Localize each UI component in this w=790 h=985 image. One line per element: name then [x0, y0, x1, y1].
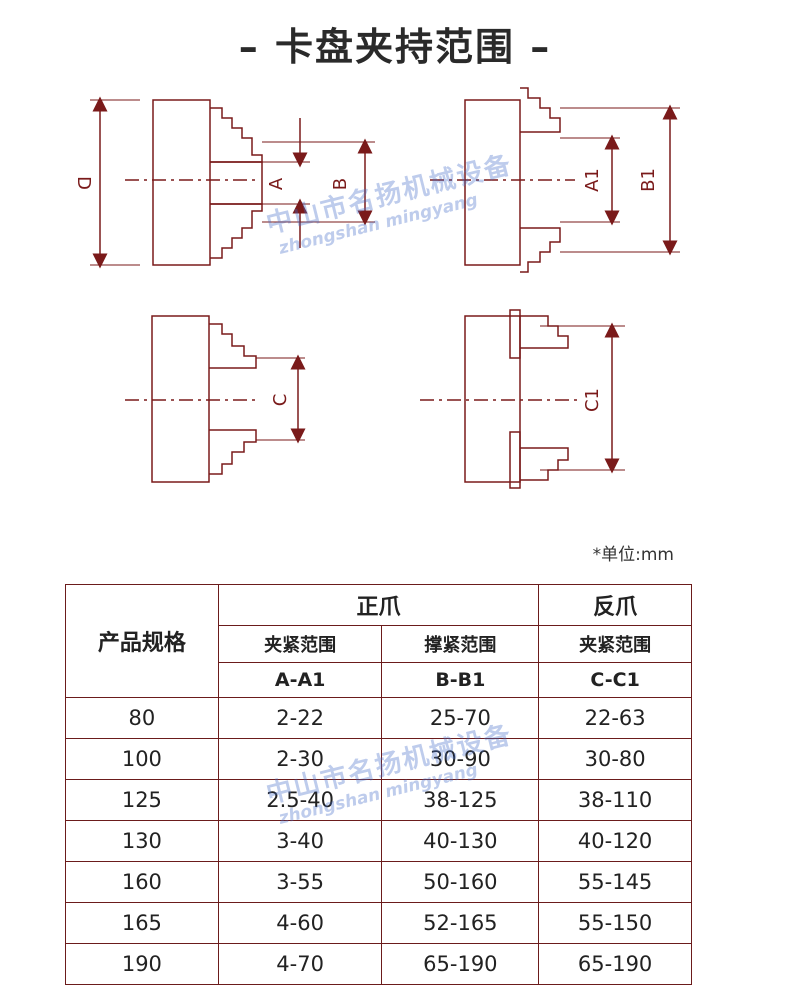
label-B: B — [330, 178, 351, 190]
table-cell: 190 — [65, 943, 219, 985]
table-cell: 38-125 — [381, 779, 540, 821]
label-A: A — [266, 177, 287, 190]
chuck-reverse-jaw-left — [125, 315, 306, 483]
table-row: 100 2-30 30-90 30-80 — [65, 738, 692, 780]
table-row: 165 4-60 52-165 55-150 — [65, 902, 692, 944]
table-cell: 100 — [65, 738, 219, 780]
unit-note: *单位:mm — [592, 545, 674, 565]
table-cell: 65-190 — [538, 943, 692, 985]
forward-jaw-header: 正爪 — [217, 584, 540, 626]
clamp-range-header: 夹紧范围 — [217, 625, 383, 663]
table-row: 80 2-22 25-70 22-63 — [65, 697, 692, 739]
table-cell: 38-110 — [538, 779, 692, 821]
code-header-b: B-B1 — [381, 662, 540, 698]
table-cell: 22-63 — [538, 697, 692, 739]
table-cell: 30-80 — [538, 738, 692, 780]
table-row: 130 3-40 40-130 40-120 — [65, 820, 692, 862]
table-cell: 4-60 — [217, 902, 383, 944]
chuck-forward-jaw-external — [90, 96, 375, 269]
label-D: D — [73, 176, 94, 190]
chuck-reverse-jaw-right — [420, 309, 625, 489]
clamping-range-table: 产品规格 正爪 反爪 夹紧范围 撑紧范围 夹紧范围 A-A1 B-B1 C-C1… — [65, 584, 692, 985]
table-cell: 160 — [65, 861, 219, 903]
table-cell: 130 — [65, 820, 219, 862]
table-cell: 52-165 — [381, 902, 540, 944]
table-cell: 125 — [65, 779, 219, 821]
product-spec-header: 产品规格 — [65, 584, 219, 698]
page-title: – 卡盘夹持范围 – — [238, 25, 552, 69]
code-header-a: A-A1 — [217, 662, 383, 698]
label-A1: A1 — [582, 168, 603, 192]
table-cell: 55-145 — [538, 861, 692, 903]
label-B1: B1 — [638, 168, 659, 192]
table-cell: 50-160 — [381, 861, 540, 903]
table-cell: 2-30 — [217, 738, 383, 780]
table-cell: 3-55 — [217, 861, 383, 903]
table-row: 190 4-70 65-190 65-190 — [65, 943, 692, 985]
reverse-clamp-range-header: 夹紧范围 — [538, 625, 692, 663]
table-cell: 2-22 — [217, 697, 383, 739]
table-row: 125 2.5-40 38-125 38-110 — [65, 779, 692, 821]
table-cell: 25-70 — [381, 697, 540, 739]
label-C: C — [270, 394, 291, 407]
expand-range-header: 撑紧范围 — [381, 625, 540, 663]
chuck-clamping-diagram: D A B A1 B1 C C1 — [73, 87, 680, 489]
table-cell: 30-90 — [381, 738, 540, 780]
reverse-jaw-header: 反爪 — [538, 584, 692, 626]
table-cell: 4-70 — [217, 943, 383, 985]
chuck-forward-jaw-expanded — [430, 87, 680, 273]
table-cell: 165 — [65, 902, 219, 944]
table-cell: 3-40 — [217, 820, 383, 862]
code-header-c: C-C1 — [538, 662, 692, 698]
table-cell: 55-150 — [538, 902, 692, 944]
table-cell: 65-190 — [381, 943, 540, 985]
label-C1: C1 — [582, 388, 603, 412]
table-cell: 40-120 — [538, 820, 692, 862]
table-row: 160 3-55 50-160 55-145 — [65, 861, 692, 903]
table-cell: 2.5-40 — [217, 779, 383, 821]
table-cell: 40-130 — [381, 820, 540, 862]
table-cell: 80 — [65, 697, 219, 739]
